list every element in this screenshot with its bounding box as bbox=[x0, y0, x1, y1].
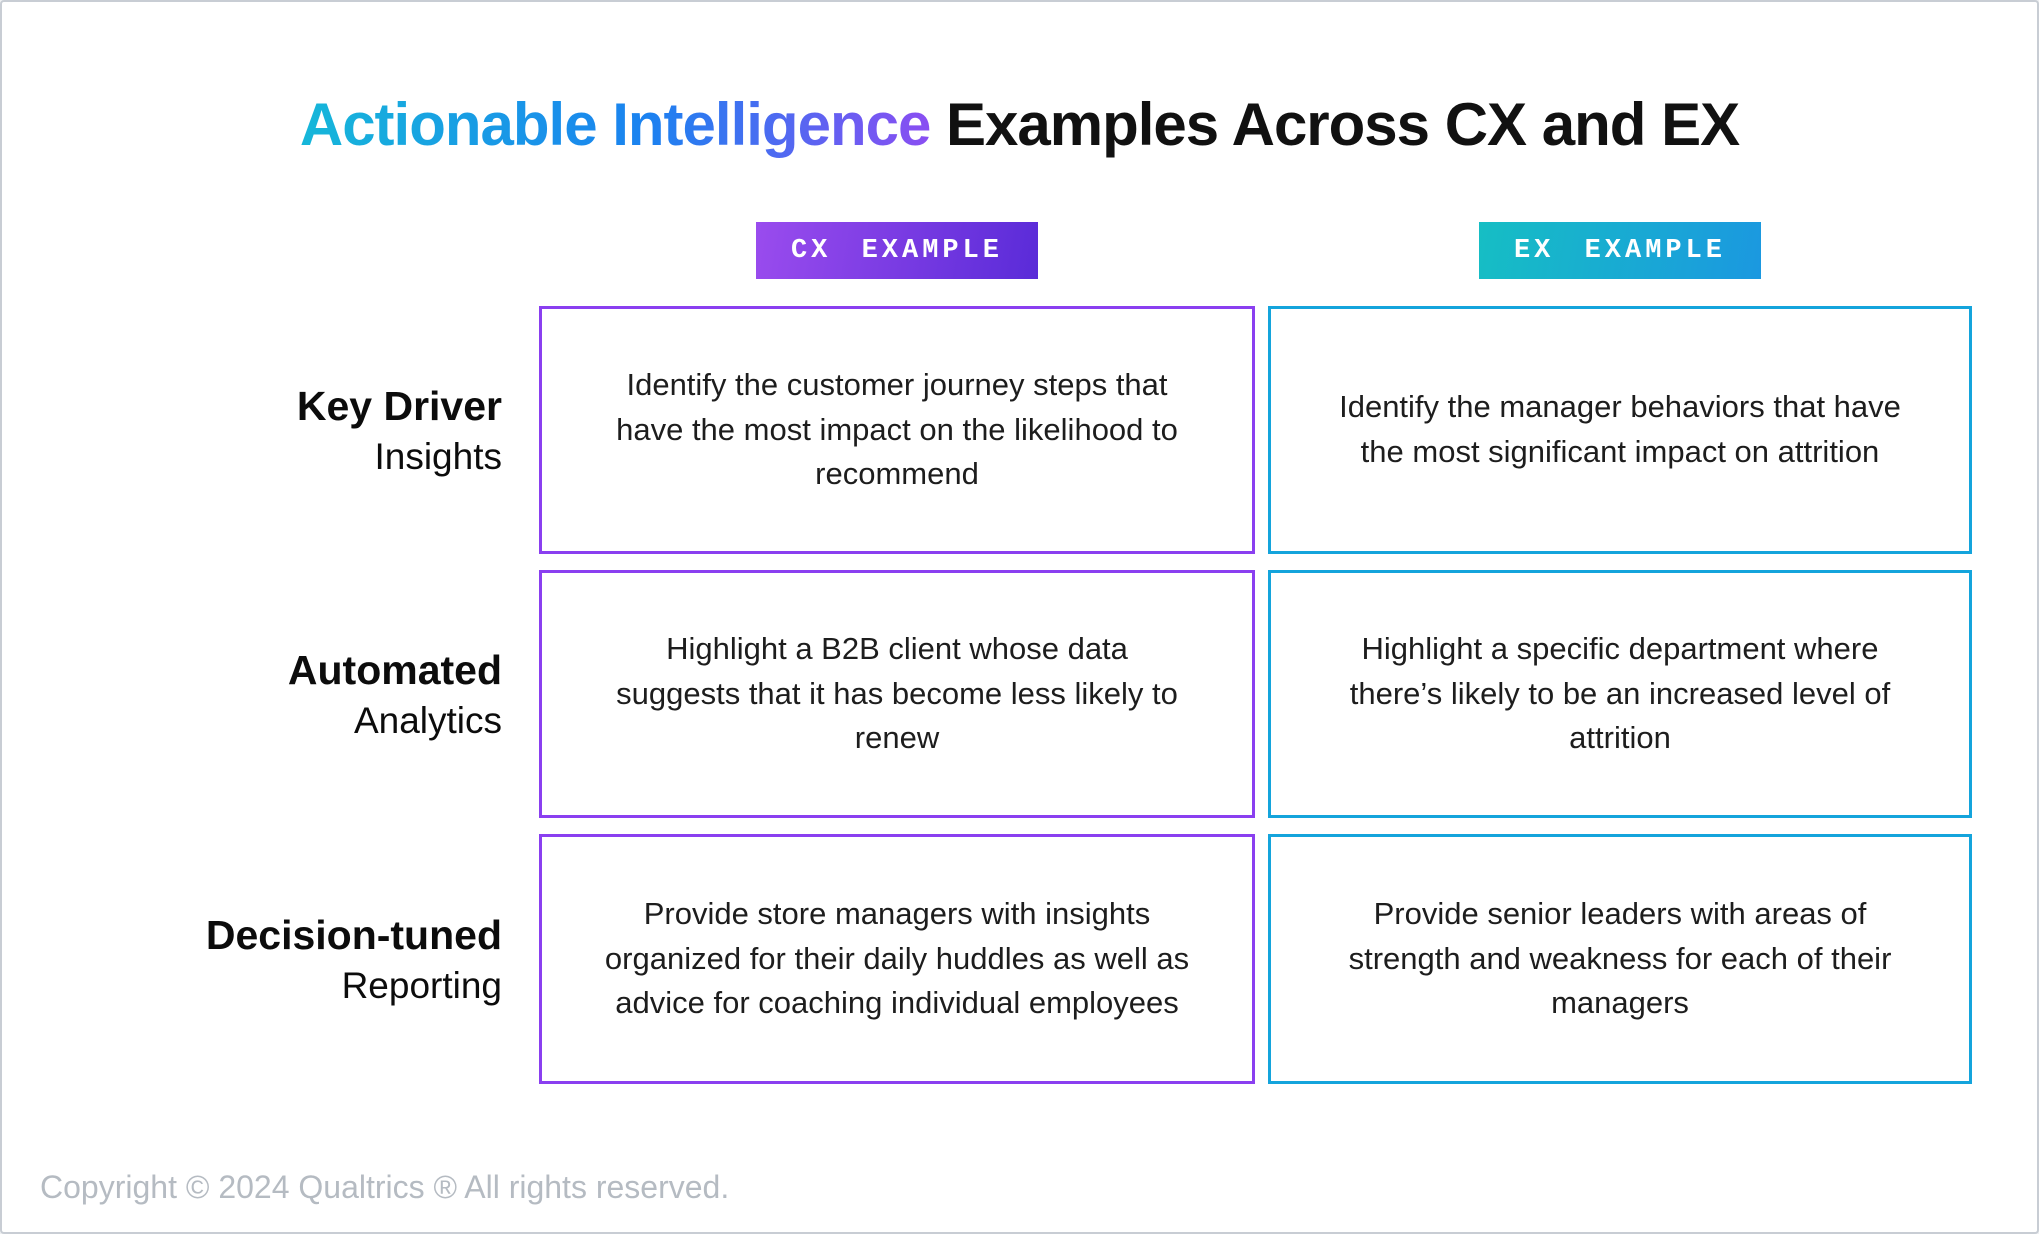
cell-automated-cx: Highlight a B2B client whose data sugges… bbox=[539, 570, 1255, 818]
cell-key-driver-cx: Identify the customer journey steps that… bbox=[539, 306, 1255, 554]
ex-example-badge: EX EXAMPLE bbox=[1479, 222, 1761, 279]
cell-decision-tuned-ex: Provide senior leaders with areas of str… bbox=[1268, 834, 1972, 1084]
cell-text: Identify the customer journey steps that… bbox=[616, 366, 1178, 492]
cell-text: Highlight a B2B client whose data sugges… bbox=[616, 630, 1178, 756]
cell-text: Provide senior leaders with areas of str… bbox=[1348, 895, 1892, 1021]
row-label-decision-tuned-reporting: Decision-tuned Reporting bbox=[2, 834, 539, 1084]
row-label-key-driver-insights: Key Driver Insights bbox=[2, 306, 539, 554]
copyright-notice: Copyright © 2024 Qualtrics ® All rights … bbox=[40, 1169, 730, 1205]
cell-text: Provide store managers with insights org… bbox=[604, 895, 1190, 1021]
row-label-bold: Automated bbox=[287, 646, 502, 693]
cell-decision-tuned-cx: Provide store managers with insights org… bbox=[539, 834, 1255, 1084]
row-label-automated-analytics: Automated Analytics bbox=[2, 570, 539, 818]
cell-text: Highlight a specific department where th… bbox=[1349, 630, 1891, 756]
cx-example-badge: CX EXAMPLE bbox=[756, 222, 1038, 279]
row-label-regular: Analytics bbox=[353, 699, 502, 741]
page-title: Actionable Intelligence Examples Across … bbox=[2, 90, 2037, 159]
cell-text: Identify the manager behaviors that have… bbox=[1339, 389, 1901, 469]
page-title-gradient-text: Actionable Intelligence bbox=[299, 91, 931, 159]
row-label-bold: Decision-tuned bbox=[205, 911, 502, 958]
cell-key-driver-ex: Identify the manager behaviors that have… bbox=[1268, 306, 1972, 554]
page-title-plain-text: Examples Across CX and EX bbox=[930, 91, 1740, 159]
comparison-table: CX EXAMPLE EX EXAMPLE Key Driver Insight… bbox=[2, 222, 1972, 1084]
row-label-regular: Insights bbox=[374, 435, 502, 477]
row-label-bold: Key Driver bbox=[296, 382, 502, 429]
cell-automated-ex: Highlight a specific department where th… bbox=[1268, 570, 1972, 818]
row-label-regular: Reporting bbox=[341, 964, 502, 1006]
